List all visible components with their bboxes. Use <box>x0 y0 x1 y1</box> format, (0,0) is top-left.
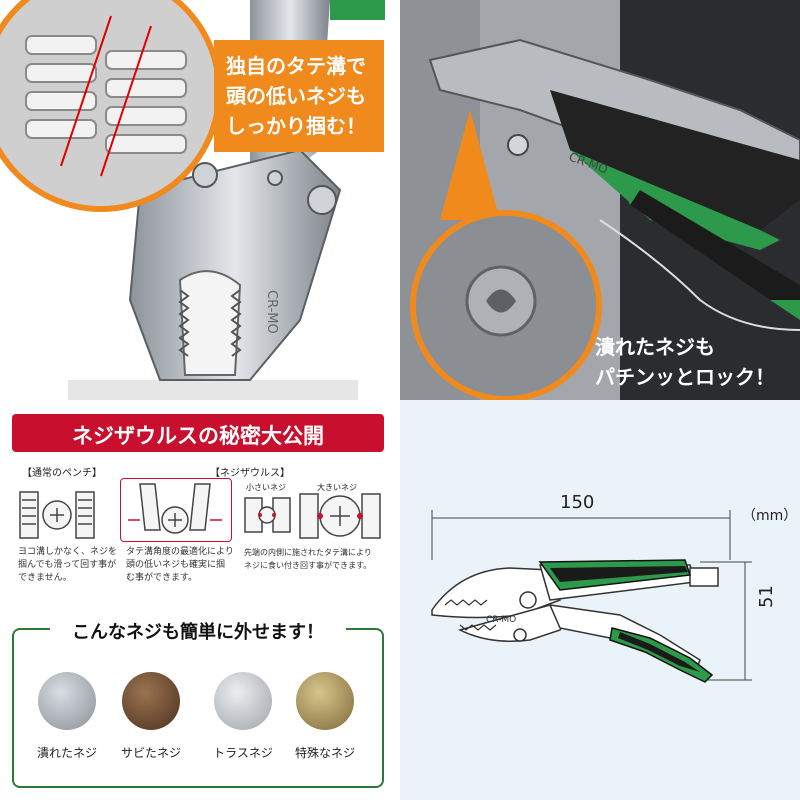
jaw-comparison-diagrams <box>19 483 381 539</box>
width-dimension: 150 <box>560 492 595 513</box>
special-screw-icon <box>296 672 354 730</box>
desc-line: タテ溝角度の最適化により <box>126 547 234 557</box>
vertical-groove-box <box>120 478 232 542</box>
callout-line-3: しっかり掴む！ <box>226 114 366 138</box>
desc-line: 頭の低いネジも確実に掴 <box>126 560 226 570</box>
screw-types-title: こんなネジも簡単に外せます！ <box>50 618 346 644</box>
callout-pointer <box>440 110 500 220</box>
caption-line-2: パチンッとロック！ <box>595 365 775 389</box>
crushed-screw-label: 潰れたネジ <box>36 746 97 760</box>
callout-line-2: 頭の低いネジも <box>226 84 366 108</box>
dimension-drawing: CR-MO <box>431 510 752 683</box>
big-screw-label: 大きいネジ <box>317 483 357 492</box>
tool-marking: CR-MO <box>486 615 516 625</box>
desc-line: できません。 <box>18 573 72 583</box>
desc-line: む事ができます。 <box>126 573 198 583</box>
banner-title: ネジザウルスの秘密大公開 <box>72 424 324 448</box>
panel-secret-explained: ネジザウルスの秘密大公開 【通常のペンチ】 【ネジザウルス】 小さいネジ 大きい… <box>0 400 400 800</box>
height-dimension: 51 <box>756 585 777 608</box>
nejisaurus-label: 【ネジザウルス】 <box>210 468 290 479</box>
panel-usage-photo: CR-MO 潰れたネジも パチンッとロック！ <box>400 0 800 400</box>
truss-screw-label: トラスネジ <box>213 746 273 760</box>
groove-closeup <box>0 0 216 206</box>
truss-screw-icon <box>214 672 272 730</box>
unit-label: （mm） <box>742 508 798 524</box>
groove-angle-desc: タテ溝角度の最適化により 頭の低いネジも確実に掴 む事ができます。 <box>126 546 246 585</box>
normal-pliers-desc: ヨコ溝しかなく、ネジを 掴んでも滑って回す事が できません。 <box>18 546 118 585</box>
crushed-screw-icon <box>38 672 96 730</box>
tip-groove-desc: 先端の内側に施されたタテ溝により ネジに食い付き回す事ができます。 <box>244 546 394 572</box>
desc-line: 掴んでも滑って回す事が <box>18 560 117 570</box>
lock-caption: 潰れたネジも パチンッとロック！ <box>595 332 775 392</box>
panel-jaw-closeup: CR-MO 独自のタテ溝で 頭の低いネジも <box>0 0 400 400</box>
caption-line-1: 潰れたネジも <box>595 335 715 359</box>
panel-dimensions: CR-MO 150 （mm） 51 <box>400 400 800 800</box>
secret-banner: ネジザウルスの秘密大公開 <box>12 414 384 452</box>
small-screw-label: 小さいネジ <box>246 483 286 492</box>
special-screw-label: 特殊なネジ <box>294 746 355 760</box>
feature-callout: 独自のタテ溝で 頭の低いネジも しっかり掴む！ <box>214 40 384 152</box>
desc-line: ヨコ溝しかなく、ネジを <box>18 547 118 557</box>
callout-line-1: 独自のタテ溝で <box>226 54 366 78</box>
stripped-screw <box>416 216 596 396</box>
rusty-screw-label: サビたネジ <box>120 746 181 760</box>
normal-pliers-label: 【通常のペンチ】 <box>22 468 102 479</box>
desc-line: 先端の内側に施されたタテ溝により <box>244 548 372 557</box>
desc-line: ネジに食い付き回す事ができます。 <box>244 561 372 570</box>
stripped-screw-closeup <box>410 210 602 400</box>
tool-marking: CR-MO <box>264 290 279 334</box>
rusty-screw-icon <box>122 672 180 730</box>
